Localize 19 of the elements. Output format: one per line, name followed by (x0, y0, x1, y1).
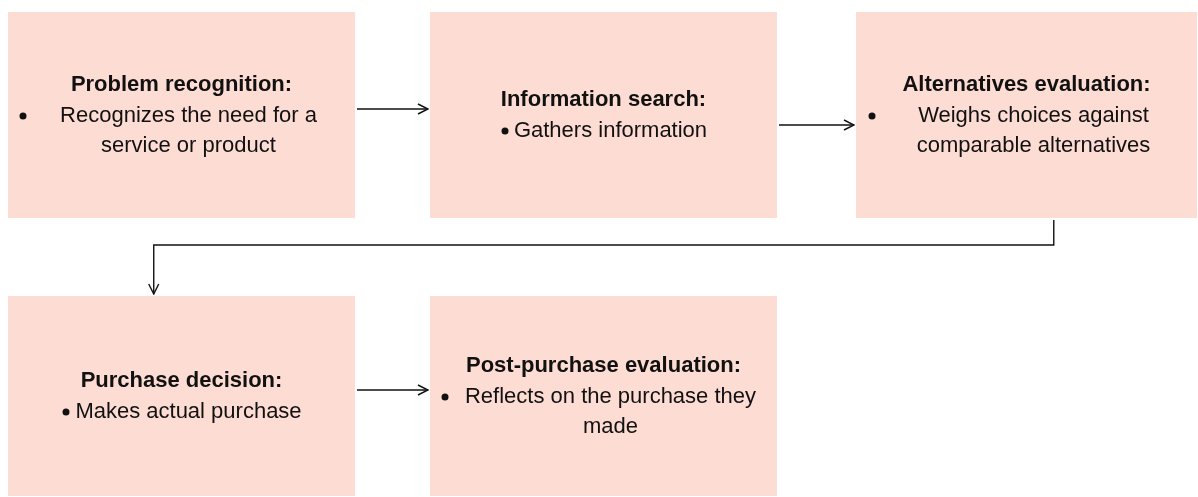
arrow (356, 103, 429, 115)
process-box (8, 12, 355, 218)
arrow (356, 384, 429, 396)
step-description: Weighs choices against comparable alternatives (915, 100, 1152, 160)
step-heading: Purchase decision: (80, 366, 283, 395)
process-box (8, 296, 355, 496)
process-box (856, 12, 1197, 218)
process-box (430, 12, 777, 218)
process-box (430, 296, 777, 496)
arrow (778, 119, 855, 131)
arrow (148, 219, 1055, 295)
step-heading: Post-purchase evaluation: (465, 350, 742, 379)
step-heading: Alternatives evaluation: (902, 69, 1151, 98)
step-description: Makes actual purchase (75, 397, 302, 425)
step-description: Gathers information (513, 116, 708, 144)
step-heading: Problem recognition: (70, 69, 293, 98)
step-description: Recognizes the need for a service or product (59, 100, 318, 160)
step-description: Reflects on the purchase they made (463, 381, 758, 441)
step-heading: Information search: (500, 85, 707, 114)
